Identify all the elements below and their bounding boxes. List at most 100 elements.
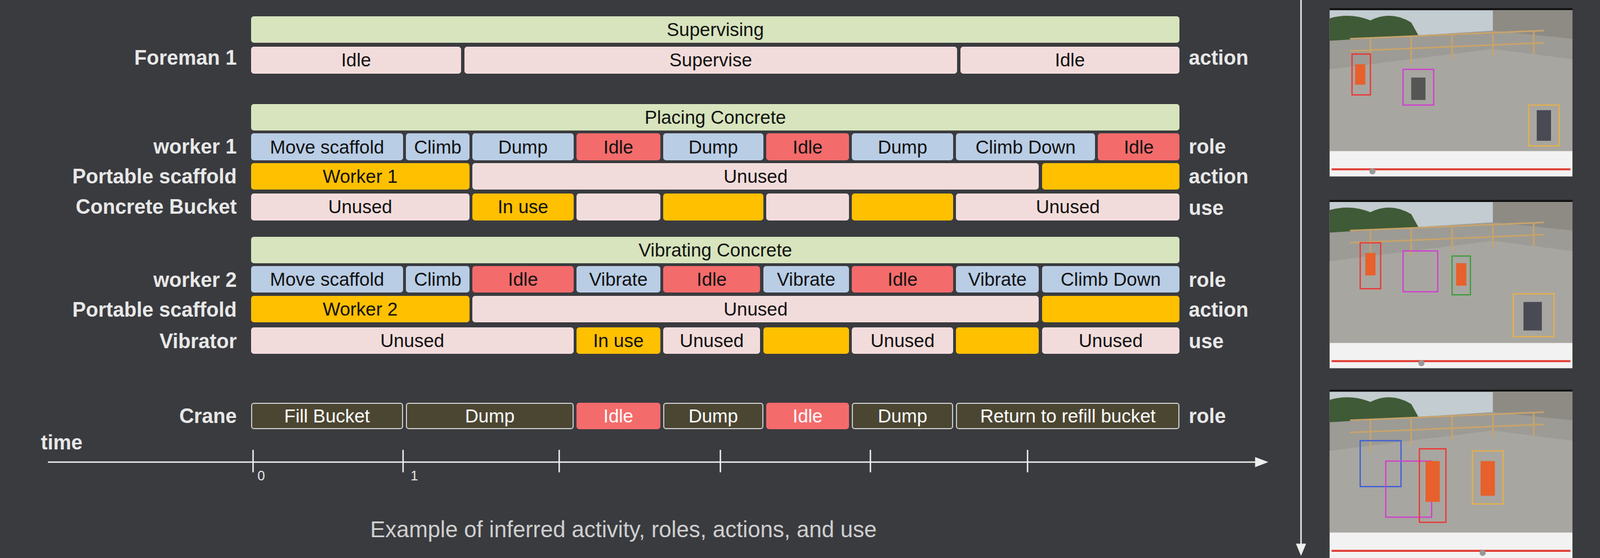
role-segment: Move scaffold [251, 133, 404, 160]
idle-segment: Idle [766, 403, 849, 430]
video-frame [1329, 390, 1573, 558]
role-segment: Dump [851, 133, 953, 160]
axis-arrowhead [1254, 457, 1269, 468]
segment-label: Idle [1055, 50, 1085, 70]
idle-segment: Idle [663, 266, 761, 293]
frame-arrow [1300, 0, 1303, 547]
segment-label: Supervise [669, 50, 753, 70]
segment-label: Vibrate [588, 270, 648, 289]
idle-segment: Idle [851, 266, 953, 293]
role-segment: Move scaffold [251, 266, 404, 293]
segment-label: Idle [341, 50, 372, 70]
crane-segment: Dump [851, 403, 953, 430]
segment-label: Unused [380, 331, 445, 351]
empty-use-segment [763, 327, 849, 355]
video-frame [1329, 8, 1573, 177]
row-label: use [1189, 331, 1224, 352]
segment-label: Dump [465, 407, 515, 426]
row-label: Foreman 1 [133, 47, 237, 69]
use-segment: Worker 1 [251, 163, 470, 190]
state-segment: Unused [955, 193, 1180, 221]
state-segment: Unused [472, 163, 1039, 190]
segment-label: Idle [603, 407, 634, 426]
state-segment: Unused [663, 327, 761, 355]
segment-label: Dump [688, 137, 739, 157]
segment-label: Unused [679, 331, 744, 351]
state-segment: Unused [472, 296, 1039, 323]
segment-label: Dump [877, 407, 928, 426]
row-label: role [1189, 270, 1227, 291]
role-segment: Vibrate [763, 266, 849, 293]
empty-use-segment [851, 193, 953, 221]
activity-band: Placing Concrete [251, 104, 1180, 131]
state-segment: Unused [251, 193, 470, 221]
activity-band: Supervising [251, 16, 1180, 43]
row-label: Concrete Bucket [75, 197, 237, 218]
idle-segment: Idle [1097, 133, 1180, 160]
segment-label: Fill Bucket [284, 407, 370, 426]
state-segment: Unused [1042, 327, 1181, 355]
idle-segment: Idle [472, 266, 574, 293]
crane-segment: Dump [405, 403, 574, 430]
use-segment: In use [472, 193, 574, 221]
segment-label: Vibrate [968, 270, 1027, 289]
use-segment: In use [576, 327, 661, 355]
row-label: action [1189, 166, 1249, 187]
caption: Example of inferred activity, roles, act… [370, 518, 878, 542]
video-frame [1329, 199, 1573, 369]
tick-label: 0 [257, 469, 265, 484]
role-segment: Climb Down [955, 133, 1096, 160]
segment-label: Climb [413, 270, 462, 289]
segment-label: Idle [792, 137, 823, 157]
segment-label: Move scaffold [269, 137, 384, 157]
segment-label: Supervising [666, 20, 764, 39]
segment-label: Idle [507, 270, 538, 289]
idle-segment: Idle [576, 403, 661, 430]
empty-use-segment [1042, 296, 1181, 323]
axis [47, 450, 1258, 473]
segment-label: Unused [1035, 197, 1101, 217]
role-segment: Dump [663, 133, 764, 160]
segment-label: Climb Down [975, 137, 1076, 157]
state-segment: Supervise [464, 46, 958, 74]
segment-label: Return to refill bucket [980, 407, 1156, 426]
segment-label: Dump [688, 407, 739, 426]
segment-label: Idle [887, 270, 918, 289]
row-label: action [1189, 300, 1249, 321]
empty-state-segment [576, 193, 661, 221]
tick-label: 1 [410, 469, 418, 484]
segment-label: Placing Concrete [644, 108, 786, 127]
row-label: Crane [179, 406, 237, 427]
segment-label: Idle [792, 407, 823, 426]
role-segment: Climb Down [1042, 266, 1181, 293]
segment-label: Move scaffold [269, 270, 384, 289]
role-segment: Dump [472, 133, 574, 160]
row-label: Portable scaffold [72, 300, 237, 321]
segment-label: Vibrate [776, 270, 836, 289]
idle-segment: Idle [766, 133, 849, 160]
row-label: time [41, 432, 83, 454]
segment-label: Unused [870, 331, 935, 351]
activity-band: Vibrating Concrete [251, 237, 1180, 264]
segment-label: Worker 1 [322, 167, 398, 186]
state-segment: Idle [960, 46, 1181, 74]
role-segment: Climb [405, 133, 469, 160]
use-segment: Worker 2 [251, 296, 470, 323]
empty-use-segment [663, 193, 764, 221]
segment-label: Idle [696, 270, 727, 289]
segment-label: Idle [603, 137, 634, 157]
segment-label: Dump [877, 137, 928, 157]
segment-label: Unused [723, 167, 788, 186]
segment-label: Climb [413, 137, 462, 157]
segment-label: Idle [1123, 137, 1154, 157]
row-label: action [1189, 47, 1249, 69]
state-segment: Unused [251, 327, 574, 355]
segment-label: Unused [723, 300, 788, 319]
segment-label: Climb Down [1060, 270, 1161, 289]
role-segment: Vibrate [955, 266, 1039, 293]
segment-label: In use [592, 331, 644, 351]
row-label: use [1189, 198, 1224, 219]
segment-label: Unused [1078, 331, 1143, 351]
state-segment: Unused [851, 327, 953, 355]
